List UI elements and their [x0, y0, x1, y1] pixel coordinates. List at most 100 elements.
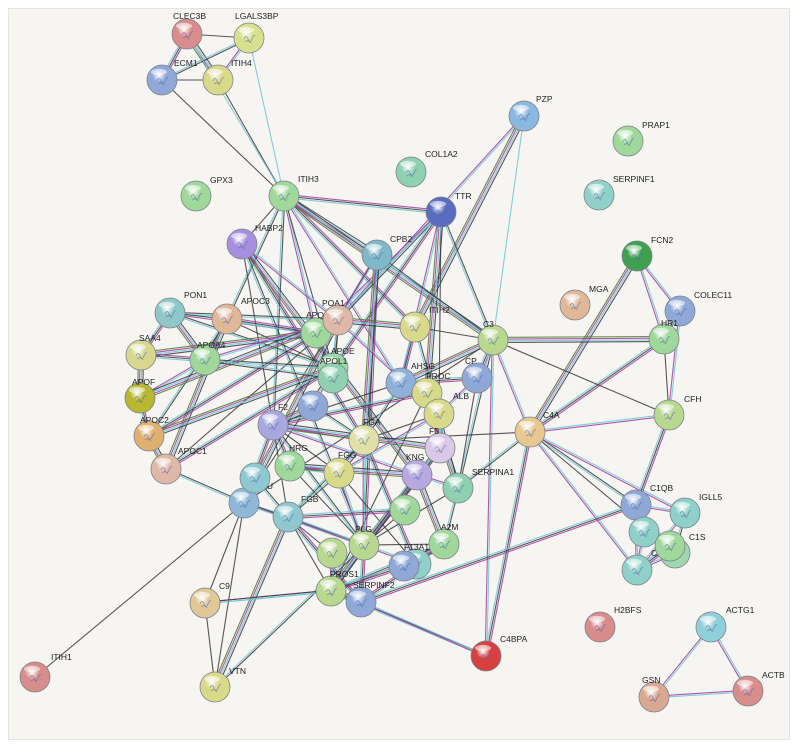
node-ahsg[interactable]: AHSG	[385, 361, 435, 399]
structure-glyph	[325, 588, 338, 597]
node-fga[interactable]: FGA	[348, 417, 381, 456]
edge-CLU-C9	[204, 502, 245, 604]
node-label: FGG	[338, 450, 356, 460]
structure-glyph	[438, 541, 451, 550]
node-label: PZP	[536, 94, 553, 104]
node-colec11[interactable]: COLEC11	[664, 290, 732, 327]
node-cfh[interactable]: CFH	[653, 394, 701, 431]
node-c4a[interactable]: C4A	[514, 410, 560, 448]
structure-glyph	[399, 507, 412, 516]
structure-glyph	[593, 192, 606, 201]
node-f5[interactable]: F5	[424, 426, 456, 464]
node-apoc1[interactable]: APOC1	[150, 446, 207, 485]
node-gloss	[185, 184, 201, 192]
node-gloss	[400, 160, 416, 168]
node-pros1[interactable]: PROS1	[315, 569, 359, 607]
node-a2m[interactable]: A2M	[428, 522, 460, 560]
node-u1[interactable]	[297, 390, 329, 422]
edge-CLU-ITIH1	[34, 502, 245, 678]
edge-TTR-APOE	[331, 210, 443, 370]
node-u7[interactable]	[654, 530, 686, 562]
node-serpina1[interactable]: SERPINA1	[442, 467, 514, 504]
node-cp[interactable]: CP	[461, 356, 493, 394]
node-gpx3[interactable]: GPX3	[180, 175, 233, 212]
node-itih2[interactable]: ITIH2	[399, 305, 450, 343]
structure-glyph	[199, 357, 212, 366]
node-u5[interactable]	[388, 550, 420, 582]
node-pzp[interactable]: PZP	[508, 94, 553, 132]
node-itih3[interactable]: ITIH3	[268, 174, 319, 212]
node-itih4[interactable]: ITIH4	[202, 58, 252, 96]
node-c3[interactable]: C3	[477, 319, 509, 356]
edge-HRG-PLG	[289, 465, 365, 546]
node-label: PON1	[184, 290, 207, 300]
node-serpinf1[interactable]: SERPINF1	[583, 174, 655, 211]
node-apoa4[interactable]: APOA4	[189, 340, 226, 376]
node-mga[interactable]: MGA	[559, 284, 609, 321]
node-apof[interactable]: APOF	[124, 377, 156, 414]
node-u3[interactable]	[239, 462, 271, 494]
node-alb[interactable]: ALB	[423, 391, 469, 430]
edge-C3-C4A	[491, 339, 532, 433]
structure-glyph	[594, 624, 607, 633]
edge-ITIH3-ITIH2	[282, 194, 417, 329]
structure-glyph	[29, 674, 42, 683]
node-gloss	[155, 457, 171, 465]
edge-C3-SERPINA1	[456, 339, 495, 489]
node-vtn[interactable]: VTN	[199, 666, 246, 703]
node-label: GSN	[642, 675, 660, 685]
node-cpb2[interactable]: CPB2	[361, 234, 412, 271]
node-lgals3bp[interactable]: LGALS3BP	[233, 11, 279, 54]
node-col1a2[interactable]: COL1A2	[395, 149, 458, 188]
structure-glyph	[209, 684, 222, 693]
node-kng[interactable]: KNG	[401, 452, 433, 491]
node-u2[interactable]	[389, 494, 421, 526]
node-apoc3[interactable]: APOC3	[211, 296, 270, 335]
node-pon1[interactable]: PON1	[154, 290, 207, 329]
node-ttr[interactable]: TTR	[425, 191, 472, 228]
node-c4bpa[interactable]: C4BPA	[470, 634, 528, 672]
node-gloss	[328, 461, 344, 469]
node-apol1[interactable]: APOL1	[317, 356, 349, 394]
node-hrg[interactable]: HRG	[274, 443, 308, 482]
node-igll5[interactable]: IGLL5	[669, 492, 722, 529]
node-itih1[interactable]: ITIH1	[19, 652, 72, 693]
node-label: KNG	[406, 452, 424, 462]
structure-glyph	[358, 542, 371, 551]
edge-FCN2-C4A	[527, 254, 640, 434]
node-saa4[interactable]: SAA4	[125, 333, 161, 371]
node-label: C1QB	[650, 483, 673, 493]
node-habp2[interactable]: HABP2	[226, 223, 283, 260]
node-actg1[interactable]: ACTG1	[695, 605, 755, 643]
node-actb[interactable]: ACTB	[732, 670, 785, 707]
node-gloss	[475, 644, 491, 652]
node-fgg[interactable]: FGG	[323, 450, 356, 489]
node-f2[interactable]: F2	[257, 402, 289, 441]
node-hr1[interactable]: HR1	[648, 318, 680, 355]
node-fcn2[interactable]: FCN2	[621, 235, 673, 272]
node-c9[interactable]: C9	[189, 581, 230, 619]
node-ecm1[interactable]: ECM1	[146, 58, 198, 96]
node-prap1[interactable]: PRAP1	[612, 120, 670, 157]
edge-TTR-C3	[439, 211, 495, 341]
node-fgb[interactable]: FGB	[272, 494, 319, 533]
node-gloss	[262, 413, 278, 421]
node-plg[interactable]: PLG	[348, 524, 380, 561]
node-gloss	[700, 615, 716, 623]
node-u6[interactable]	[628, 516, 660, 548]
node-gsn[interactable]: GSN	[638, 675, 670, 713]
node-gloss	[244, 466, 260, 474]
node-label: C4BPA	[500, 634, 528, 644]
edge-C9-PROS1	[204, 589, 332, 605]
node-h2bfs[interactable]: H2BFS	[584, 605, 642, 643]
node-clec3b[interactable]: CLEC3B	[171, 11, 206, 50]
node-serpinf2[interactable]: SERPINF2	[345, 580, 395, 618]
node-label: POA1	[322, 298, 345, 308]
node-gloss	[466, 366, 482, 374]
node-gloss	[238, 26, 254, 34]
node-gloss	[519, 420, 535, 428]
node-apoc2[interactable]: APOC2	[133, 415, 169, 452]
node-apoa1[interactable]: POA1	[322, 298, 354, 336]
node-u4[interactable]	[316, 537, 348, 569]
